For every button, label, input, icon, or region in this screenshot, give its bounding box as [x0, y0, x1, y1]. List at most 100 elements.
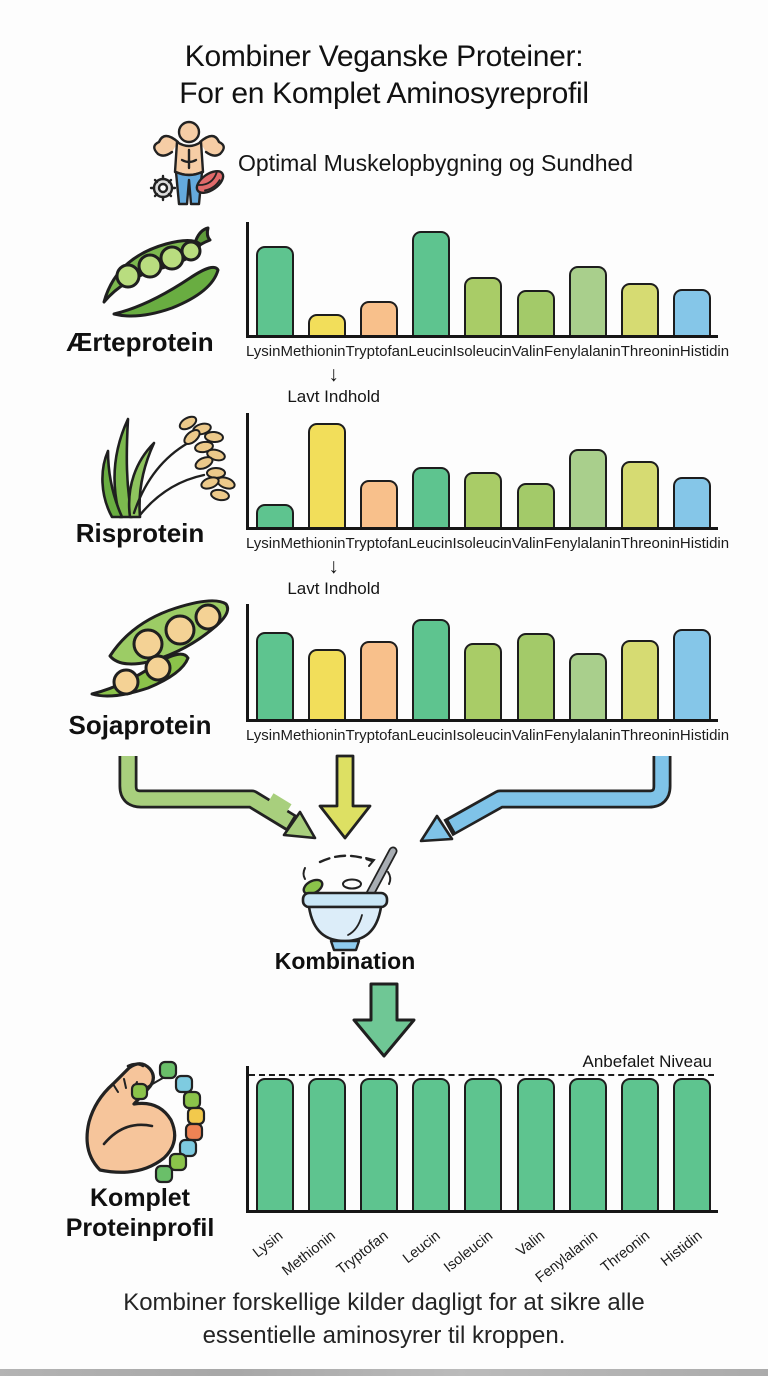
- footer-note: Kombiner forskellige kilder dagligt for …: [0, 1286, 768, 1352]
- bar-histidin: [672, 476, 711, 527]
- low-content-arrow-icon: ↓: [328, 555, 339, 578]
- chart-risprotein-plot: [246, 413, 718, 530]
- bar-slot: [457, 222, 509, 335]
- bar-slot: [614, 1066, 666, 1210]
- low-content-note: ↓Lavt Indhold: [264, 364, 404, 407]
- category-label-valin: Valin: [511, 343, 544, 360]
- low-content-text: Lavt Indhold: [287, 387, 380, 406]
- bar-slot: [666, 222, 718, 335]
- category-label-isoleucin: Isoleucin: [452, 727, 512, 744]
- bar-tryptofan: [360, 1077, 399, 1210]
- bar-threonin: [620, 639, 659, 719]
- bar-methionin: [308, 1077, 347, 1210]
- bar-lysin: [256, 245, 295, 335]
- bar-slot: [562, 222, 614, 335]
- source-label-sojaprotein: Sojaprotein: [68, 710, 212, 740]
- soybean-pod-icon: [90, 599, 230, 698]
- arrow-from-aerteprotein: [118, 756, 317, 840]
- pea-pod-icon: [102, 226, 220, 318]
- bar-slot: [353, 222, 405, 335]
- bar-slot: [353, 1066, 405, 1210]
- bar-isoleucin: [464, 1077, 503, 1210]
- footer-note-line2: essentielle aminosyrer til kroppen.: [202, 1322, 566, 1349]
- bar-histidin: [672, 629, 711, 719]
- category-label-histidin: Histidin: [679, 727, 730, 744]
- chart-sojaprotein-plot: [246, 604, 718, 722]
- bar-slot: [562, 413, 614, 527]
- bar-slot: [301, 1066, 353, 1210]
- source-label-aerteprotein: Ærteprotein: [66, 327, 214, 357]
- bar-tryptofan: [360, 640, 399, 719]
- category-label-methionin: Methionin: [280, 535, 346, 552]
- bar-fenylalanin: [568, 266, 607, 335]
- bar-slot: [666, 1066, 718, 1210]
- category-label-valin: Valin: [511, 535, 544, 552]
- category-label-tryptofan: Tryptofan: [345, 343, 409, 360]
- category-label-fenylalanin: Fenylalanin: [543, 343, 621, 360]
- bar-slot: [405, 604, 457, 719]
- bar-tryptofan: [360, 480, 399, 527]
- bar-slot: [614, 604, 666, 719]
- bar-valin: [516, 632, 555, 719]
- bicep-amino-chain-icon: [85, 1060, 206, 1184]
- bar-isoleucin: [464, 643, 503, 719]
- bar-slot: [457, 1066, 509, 1210]
- footer-note-line1: Kombiner forskellige kilder dagligt for …: [123, 1289, 645, 1316]
- category-label-threonin: Threonin: [620, 343, 680, 360]
- bar-slot: [510, 222, 562, 335]
- bar-threonin: [620, 460, 659, 527]
- page-title-line1: Kombiner Veganske Proteiner:: [184, 40, 584, 73]
- bar-slot: [249, 604, 301, 719]
- bar-slot: [614, 222, 666, 335]
- bar-slot: [353, 604, 405, 719]
- page-title-line2: For en Komplet Aminosyreprofil: [179, 77, 589, 110]
- rice-plant-icon: [101, 415, 236, 519]
- bar-slot: [614, 413, 666, 527]
- bar-slot: [666, 604, 718, 719]
- category-label-valin: Valin: [514, 1228, 549, 1260]
- bottom-strip: [0, 1369, 768, 1376]
- bar-slot: [249, 222, 301, 335]
- final-profile-label-line2: Proteinprofil: [65, 1214, 215, 1242]
- bar-lysin: [256, 631, 295, 719]
- combination-label: Kombination: [274, 948, 416, 974]
- category-label-histidin: Histidin: [658, 1228, 706, 1270]
- bar-fenylalanin: [568, 653, 607, 719]
- category-label-methionin: Methionin: [280, 343, 346, 360]
- bar-leucin: [412, 466, 451, 527]
- category-label-fenylalanin: Fenylalanin: [543, 535, 621, 552]
- category-label-fenylalanin: Fenylalanin: [543, 727, 621, 744]
- bar-lysin: [256, 504, 295, 527]
- page-title: Kombiner Veganske Proteiner: For en Komp…: [0, 38, 768, 112]
- category-label-leucin: Leucin: [408, 535, 453, 552]
- category-label-histidin: Histidin: [679, 343, 730, 360]
- bar-slot: [405, 1066, 457, 1210]
- bar-methionin: [308, 648, 347, 719]
- bar-slot: [457, 413, 509, 527]
- category-label-isoleucin: Isoleucin: [452, 535, 512, 552]
- bar-leucin: [412, 1077, 451, 1210]
- bar-slot: [301, 222, 353, 335]
- bar-threonin: [620, 1077, 659, 1210]
- category-label-leucin: Leucin: [400, 1228, 444, 1267]
- bar-slot: [249, 1066, 301, 1210]
- final-profile-label: Komplet Proteinprofil: [10, 1183, 270, 1243]
- bar-slot: [301, 413, 353, 527]
- bar-valin: [516, 482, 555, 527]
- down-arrow: [352, 982, 416, 1058]
- bar-slot: [510, 413, 562, 527]
- category-label-leucin: Leucin: [408, 343, 453, 360]
- muscle-man-icon: [149, 120, 225, 206]
- final-profile-label-line1: Komplet: [90, 1184, 190, 1212]
- bar-fenylalanin: [568, 1077, 607, 1210]
- category-label-lysin: Lysin: [250, 1228, 287, 1262]
- bar-tryptofan: [360, 301, 399, 335]
